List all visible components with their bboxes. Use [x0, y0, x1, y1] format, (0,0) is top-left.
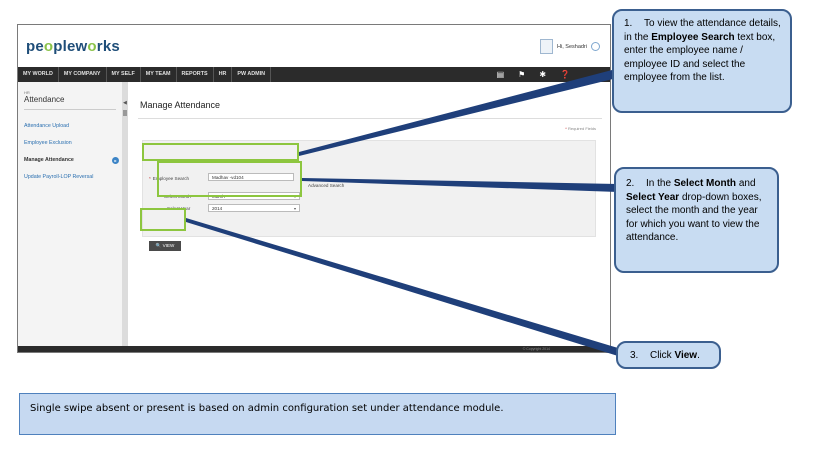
sidebar-header: HR Attendance	[24, 90, 116, 110]
book-icon[interactable]: ▤	[496, 70, 505, 79]
view-button[interactable]: 🔍 VIEW	[149, 241, 181, 251]
main-nav: MY WORLD MY COMPANY MY SELF MY TEAM REPO…	[18, 67, 610, 82]
callout-step-3: 3.Click View.	[616, 341, 721, 369]
flag-icon[interactable]: ⚑	[518, 70, 526, 79]
month-year-highlight	[157, 161, 302, 197]
sidebar: HR Attendance Attendance Upload Employee…	[18, 82, 123, 352]
chevron-down-icon: ▾	[293, 206, 296, 211]
sidebar-item-manage-attendance[interactable]: Manage Attendance ▸	[24, 152, 122, 169]
nav-hr[interactable]: HR	[214, 67, 233, 82]
page-title: Manage Attendance	[140, 100, 221, 110]
select-year-value: 2014	[212, 206, 223, 211]
employee-search-highlight	[142, 143, 299, 161]
info-note: Single swipe absent or present is based …	[19, 393, 616, 435]
callout-step-2: 2.In the Select Month and Select Year dr…	[614, 167, 779, 273]
pointer-3	[186, 218, 618, 356]
tools-icon[interactable]: ✱	[539, 70, 547, 79]
employee-search-input[interactable]: Madhav -vd104	[208, 173, 294, 181]
arrow-right-icon: ▸	[112, 157, 119, 164]
sidebar-item-attendance-upload[interactable]: Attendance Upload	[24, 123, 70, 129]
sidebar-item-employee-exclusion[interactable]: Employee Exclusion	[24, 140, 72, 146]
footer-bar: © Copyright 2014	[18, 346, 610, 352]
sidebar-item-update-payroll-lop-reversal[interactable]: Update Payroll-LOP Reversal	[24, 174, 94, 180]
view-button-highlight	[140, 208, 186, 231]
greeting-text: Hi, Seshadri	[557, 43, 587, 50]
advanced-search-link[interactable]: Advanced Search	[308, 183, 345, 188]
avatar[interactable]	[540, 39, 554, 54]
callout-step-1: 1.To view the attendance details, in the…	[612, 9, 792, 113]
sidebar-collapse-bar[interactable]: ◀	[122, 82, 128, 352]
nav-reports[interactable]: REPORTS	[177, 67, 214, 82]
scrollbar-thumb[interactable]	[123, 110, 127, 116]
user-greeting[interactable]: Hi, Seshadri	[540, 39, 600, 54]
peopleworks-logo[interactable]: peopleworks	[26, 38, 120, 55]
pointer-2	[302, 178, 618, 192]
nav-my-world[interactable]: MY WORLD	[18, 67, 59, 82]
settings-gear-icon[interactable]	[591, 42, 600, 51]
select-year-dropdown[interactable]: 2014 ▾	[208, 204, 300, 212]
sidebar-section-title: Attendance	[24, 95, 65, 104]
copyright-text: © Copyright 2014	[522, 347, 550, 351]
pointer-1	[299, 70, 617, 156]
nav-my-team[interactable]: MY TEAM	[141, 67, 177, 82]
nav-my-self[interactable]: MY SELF	[107, 67, 141, 82]
help-icon[interactable]: ❓	[560, 70, 570, 79]
nav-my-company[interactable]: MY COMPANY	[59, 67, 107, 82]
collapse-arrow-icon[interactable]: ◀	[123, 100, 127, 106]
nav-pw-admin[interactable]: PW ADMIN	[232, 67, 272, 82]
sidebar-section-small: HR	[24, 90, 30, 95]
employee-search-label: *Employee Search	[149, 176, 190, 181]
divider	[138, 118, 602, 119]
sidebar-item-label: Manage Attendance	[24, 157, 74, 163]
required-note: * Required Fields	[565, 126, 596, 131]
